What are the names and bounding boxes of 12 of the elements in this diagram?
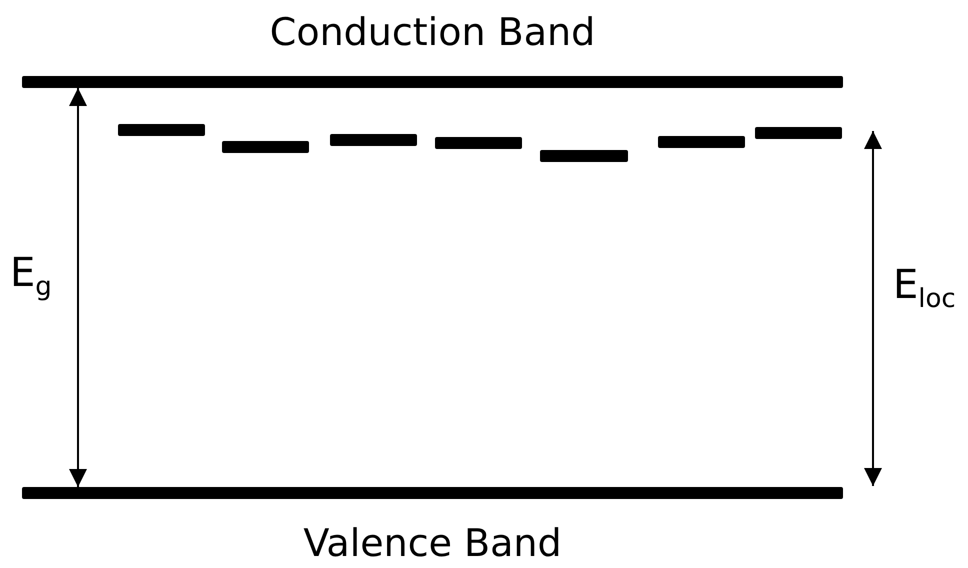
energy-symbol: E$_{loc}$ <box>893 262 956 314</box>
energy-level-bar <box>658 136 745 148</box>
energy-level-bar <box>435 137 522 149</box>
double-arrow <box>69 88 87 487</box>
energy-level-bar <box>330 134 417 146</box>
energy-level-bar <box>118 124 205 136</box>
energy-symbol: E$_{g}$ <box>10 250 52 302</box>
band-label: Conduction Band <box>268 10 596 54</box>
band-label: Valence Band <box>302 521 563 565</box>
energy-level-bar <box>222 141 309 153</box>
energy-level-bar <box>540 150 628 162</box>
energy-level-bar <box>755 127 842 139</box>
